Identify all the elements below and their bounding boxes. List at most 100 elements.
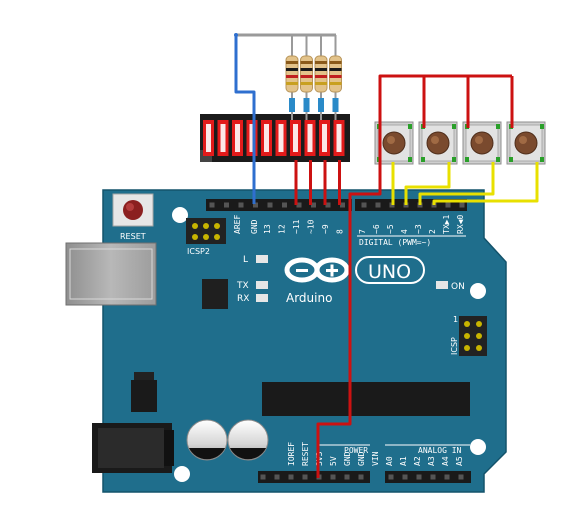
digital-pin-label: ~9 [321, 224, 330, 234]
header-pin [445, 202, 451, 208]
resistor-leg-marker [303, 98, 310, 112]
header-pin [358, 474, 364, 480]
bar-graph-segment-highlight [249, 124, 255, 152]
digital-pin-label: RX◀0 [456, 215, 465, 234]
board-outline [102, 189, 507, 493]
small-chip [202, 279, 228, 309]
header-pin [444, 474, 450, 480]
header-pin [302, 474, 308, 480]
bar-graph-segment-highlight [220, 124, 226, 152]
yellow-button-wire [432, 162, 539, 205]
icsp-pin1-label: 1 [453, 315, 458, 324]
power-pin-label: IOREF [287, 442, 296, 466]
usb-port [65, 242, 157, 306]
resistor-leg-marker [332, 98, 339, 112]
bar-graph-segment-highlight [264, 124, 269, 152]
tx-label: TX [236, 281, 249, 291]
digital-pin-label: ~11 [292, 219, 301, 234]
header-pin [361, 202, 367, 208]
header-pin [282, 202, 287, 208]
bar-graph-segment-highlight [235, 124, 240, 152]
pin-label-aref: AREF [233, 215, 242, 234]
bar-graph-segment-highlight [278, 124, 284, 152]
header-pin [416, 474, 422, 480]
analog-header [385, 471, 471, 483]
pushbutton[interactable] [462, 121, 502, 165]
power-pin-label: GND [357, 451, 366, 466]
dc-power-jack [92, 423, 174, 473]
header-pin [311, 202, 316, 208]
resistor [300, 35, 313, 120]
bar-graph-segment-highlight [307, 124, 313, 152]
pushbutton-array [374, 121, 546, 165]
power-header [258, 471, 370, 483]
led-l [256, 255, 268, 263]
wires [234, 33, 539, 478]
bar-graph-segment-highlight [293, 124, 298, 152]
power-pin-label: 5V [329, 456, 338, 466]
header-pin [458, 474, 464, 480]
bar-graph-segment-highlight [336, 124, 342, 152]
led-l-label: L [243, 255, 248, 265]
microcontroller-chip [262, 382, 470, 416]
resistor [285, 35, 299, 120]
power-pin-label: VIN [371, 451, 380, 466]
pushbutton[interactable] [506, 121, 546, 165]
header-pin [267, 202, 273, 208]
analog-pin-label: A5 [455, 456, 464, 466]
digital-pin-label: ~6 [372, 224, 381, 234]
power-pin-label: GND [343, 451, 352, 466]
header-pin [340, 202, 345, 208]
power-label: POWER [344, 446, 368, 455]
mounting-hole [174, 466, 190, 482]
bar-graph-segment-highlight [322, 124, 327, 152]
blue-gnd-wire [234, 35, 256, 204]
reset-label: RESET [120, 232, 146, 241]
header-pin [459, 202, 465, 208]
digital-pin-label: 7 [358, 229, 367, 234]
model-label: UNO [368, 261, 411, 283]
led-rx [256, 294, 268, 302]
pin-label-gnd: GND [250, 219, 259, 234]
voltage-regulator [131, 372, 157, 412]
header-pin [288, 474, 294, 480]
icsp2-label: ICSP2 [187, 247, 210, 256]
header-pin [325, 202, 331, 208]
analog-pin-label: A0 [385, 456, 394, 466]
led-on [436, 281, 448, 289]
analog-pin-label: A4 [441, 456, 450, 466]
header-pin [296, 202, 302, 208]
red-button-bus [378, 74, 514, 128]
header-pin [388, 474, 394, 480]
header-pin [209, 202, 215, 208]
analog-label: ANALOG IN [418, 446, 462, 455]
mounting-hole [470, 283, 486, 299]
digital-label: DIGITAL (PWM=~) [359, 238, 431, 247]
capacitor [186, 419, 228, 461]
digital-pin-label: 13 [263, 224, 272, 234]
yellow-button-wire [404, 162, 451, 205]
rx-label: RX [237, 294, 249, 304]
digital-pin-label: 2 [428, 229, 437, 234]
analog-pin-label: A3 [427, 456, 436, 466]
digital-pin-label: 4 [400, 229, 409, 234]
mounting-hole [172, 207, 188, 223]
bar-graph-segment-highlight [206, 124, 211, 152]
digital-pin-label: ~10 [307, 219, 316, 234]
header-pin [402, 474, 408, 480]
header-pin [274, 474, 280, 480]
header-pin [253, 202, 258, 208]
resistor [329, 35, 342, 120]
red-5v-wire [316, 128, 382, 478]
reset-button[interactable] [112, 193, 154, 227]
analog-pin-label: A2 [413, 456, 422, 466]
header-pin [224, 202, 229, 208]
pushbutton[interactable] [418, 121, 458, 165]
digital-pin-label: ~3 [414, 224, 423, 234]
uno-badge [355, 256, 425, 284]
digital-pin-label: TX▶1 [442, 215, 451, 234]
led-tx [256, 281, 268, 289]
header-pin [260, 474, 266, 480]
digital-pin-label: ~5 [386, 224, 395, 234]
